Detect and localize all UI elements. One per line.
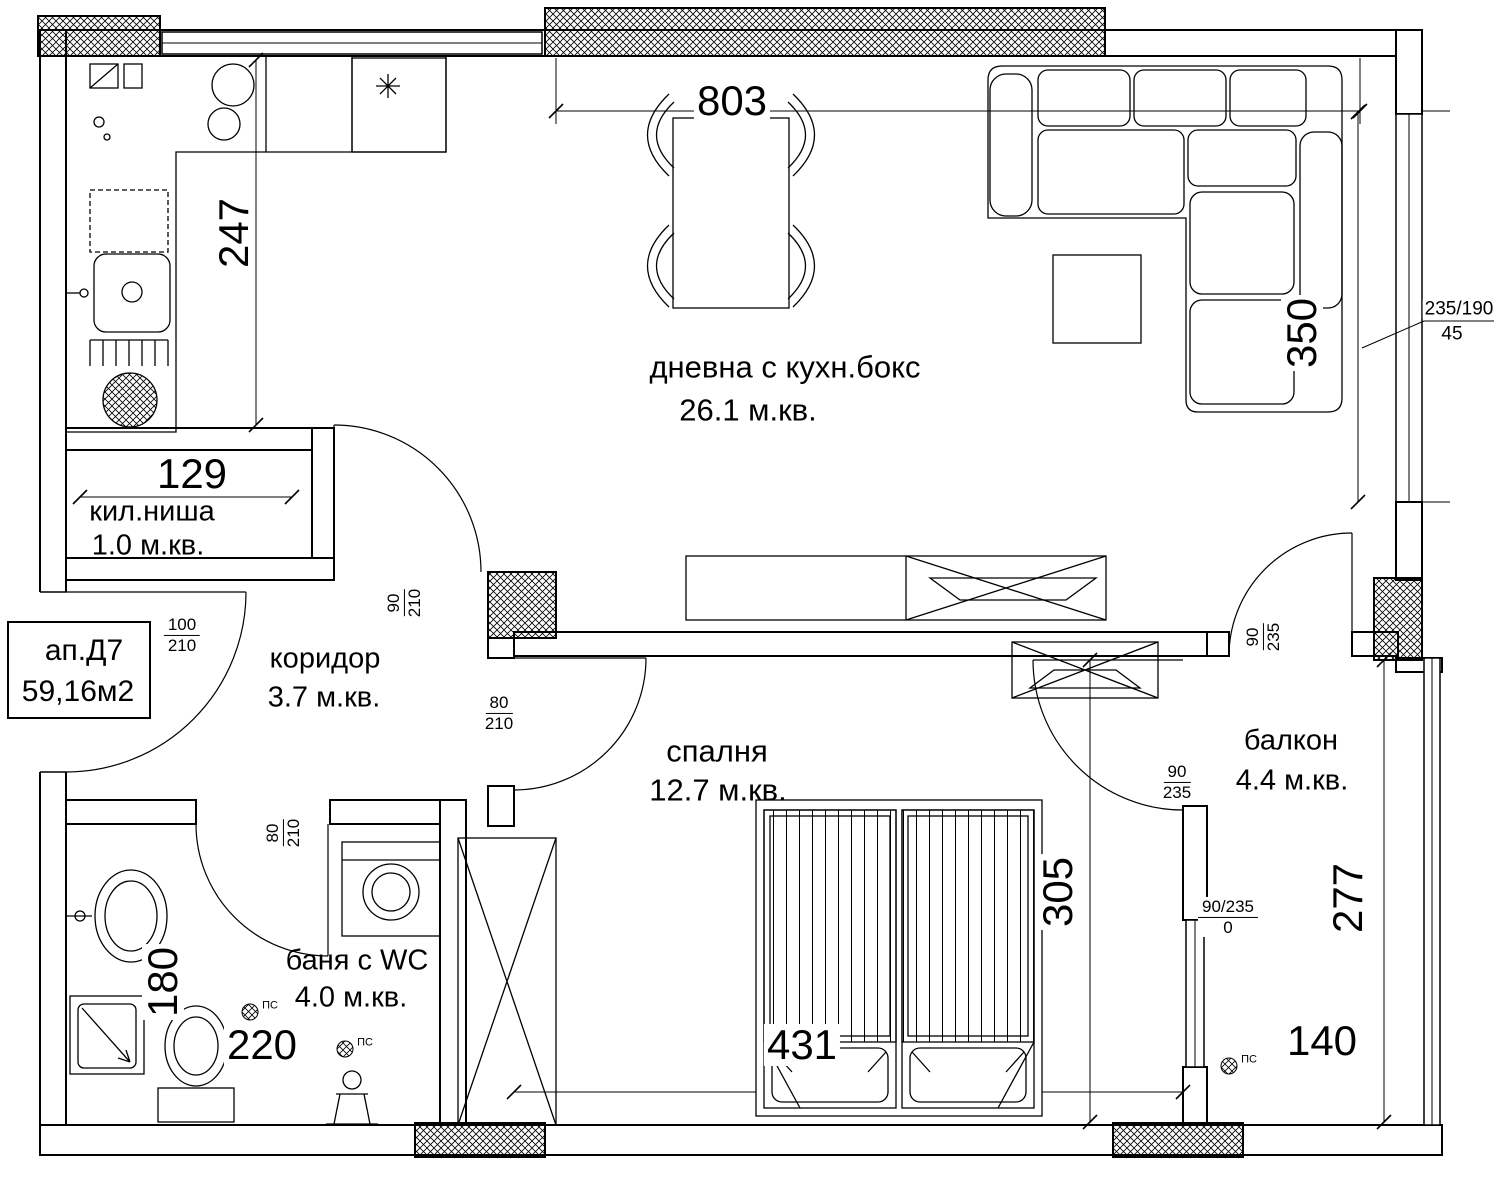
room-area-bedroom: 12.7 м.кв. [649,772,787,808]
fridge-star-icon [376,74,400,98]
washing-machine [341,841,441,937]
window-spec-sill: 45 [1439,323,1465,345]
bathroom-fixtures [66,841,441,1125]
apartment-label-box [7,621,151,719]
dim-431: 431 [763,1024,841,1066]
room-area-balcony: 4.4 м.кв. [1235,764,1349,797]
bath-door [195,823,329,957]
bed [755,799,1043,1117]
room-area-bath: 4.0 м.кв. [294,981,408,1014]
wardrobe [457,837,557,1126]
apartment-id: ап.Д7 [44,634,124,667]
washbasin [94,869,168,963]
floor-sink [342,1070,362,1090]
room-label-balcony: балкон [1243,724,1339,757]
entry-door [65,591,247,773]
door-size-entry: 100 210 [163,614,201,656]
dim-277: 277 [1324,859,1371,937]
tv [1028,669,1142,689]
dining-table [647,93,815,309]
dim-247: 247 [210,194,257,272]
chair [787,93,815,177]
pillow [909,1047,1027,1103]
room-area-living: 26.1 м.кв. [679,392,817,428]
floor-drain-symbols [241,1003,1238,1075]
room-label-niche: кил.ниша [89,495,215,528]
dim-129: 129 [153,453,231,495]
cooktop-burner [207,107,241,141]
radiator [89,339,169,366]
fridge [351,57,447,153]
dim-305: 305 [1034,853,1081,931]
floor-drain-label: ПС [1241,1053,1257,1066]
room-label-corridor: коридор [269,642,381,675]
dimension-lines [72,52,1494,1130]
door-size-balcony-bedroom: 90 235 [1158,761,1196,803]
tv [928,577,1098,601]
dim-180: 180 [139,943,186,1021]
kitchen-door [333,424,482,573]
kitchen-sink [93,253,171,333]
floor-drain-label: ПС [262,999,278,1012]
door-swings [65,424,1353,957]
chair [647,224,675,308]
chair [647,93,675,177]
balcony-door-bedroom [1032,659,1184,811]
hatched-wall-blocks [37,7,1423,1158]
window-spec-size: 235/190 [1422,298,1496,320]
window-size-bedroom: 90/235 0 [1198,896,1258,938]
dim-140: 140 [1283,1020,1361,1062]
dim-350: 350 [1278,294,1325,372]
boiler [102,372,158,428]
room-area-corridor: 3.7 м.кв. [267,681,381,714]
door-size-bedroom: 80 210 [480,692,518,734]
cooktop-burner [211,63,255,107]
floor-drain-label: ПС [357,1036,373,1049]
tv-cabinet-living [685,555,1107,621]
door-size-kitchen: 90 210 [383,584,425,622]
balcony-door-living [1228,532,1353,657]
dishwasher [89,189,169,253]
bedroom-door [513,657,647,791]
room-label-bath: баня с WC [285,944,429,977]
apartment-area: 59,16м2 [21,675,135,708]
window-spec-leader [1361,320,1494,349]
toilet-tank [157,1087,235,1123]
dim-803: 803 [693,80,771,122]
shower-tray [69,995,145,1075]
room-area-niche: 1.0 м.кв. [91,529,205,562]
chair [787,224,815,308]
dim-220: 220 [223,1024,301,1066]
room-label-living: дневна с кухн.бокс [649,349,921,385]
room-label-bedroom: спалня [666,733,768,769]
door-size-bath: 80 210 [262,814,304,852]
kitchen-counter [66,56,447,433]
sofa [987,65,1343,413]
door-size-balcony-living: 90 235 [1242,618,1284,656]
coffee-table [1052,254,1142,344]
